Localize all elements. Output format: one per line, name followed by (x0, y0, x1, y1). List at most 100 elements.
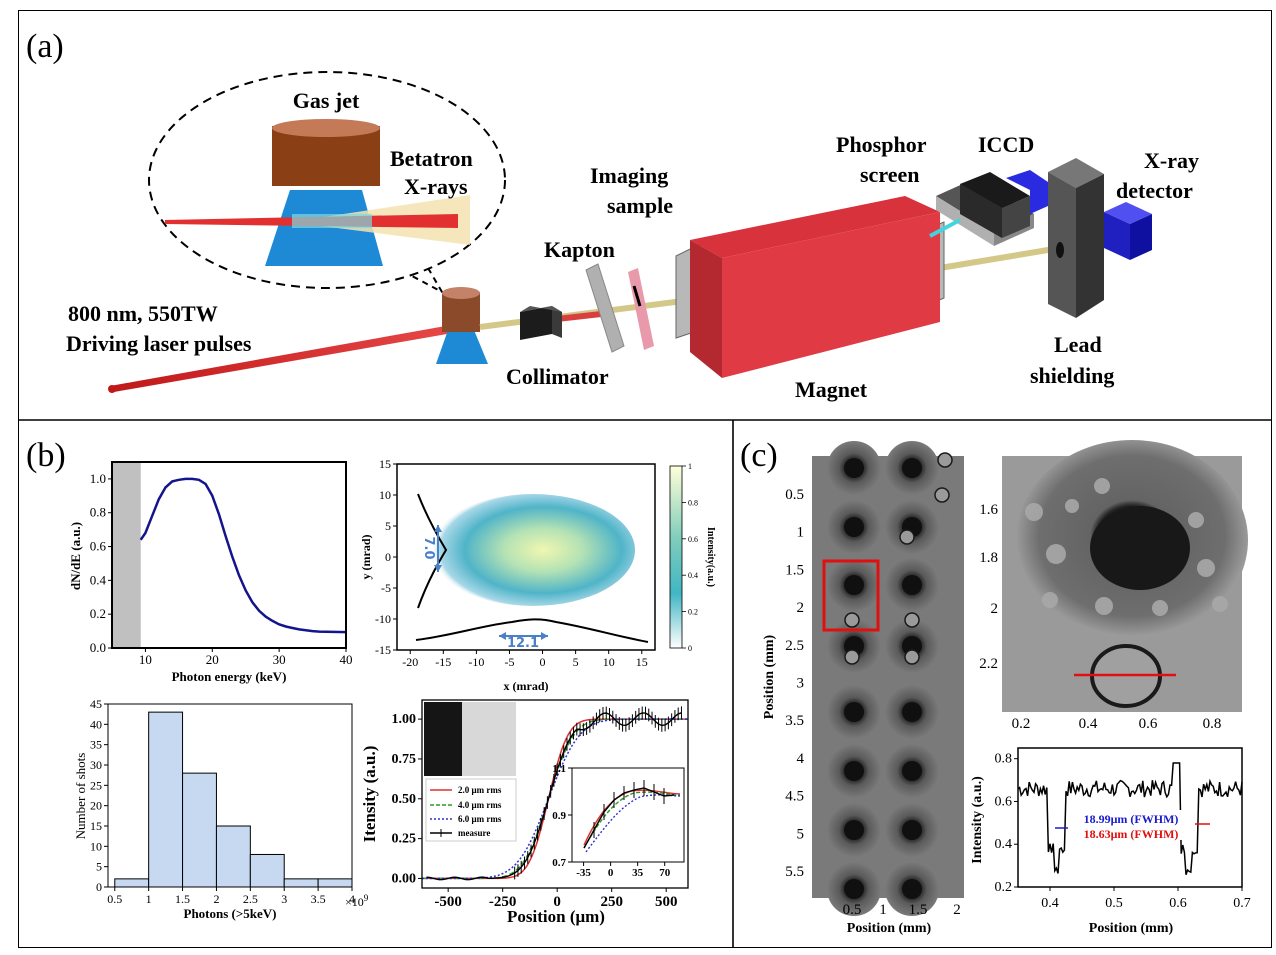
legend-2um: 2.0 μm rms (458, 785, 502, 795)
spectrum-xtick: 30 (273, 652, 286, 667)
colorbar (669, 465, 683, 649)
beam-xtick: 5 (573, 655, 579, 669)
histogram-bar (249, 853, 285, 888)
beam-xlabel: x (mrad) (504, 679, 549, 693)
sample-hole (902, 702, 922, 722)
betatron-label-2: X-rays (404, 174, 468, 199)
sample-bubble (937, 452, 953, 468)
spectrum-plot-frame (111, 461, 347, 649)
sample-ytick: 1.5 (785, 562, 804, 578)
colorbar-tick: 0.6 (688, 535, 698, 544)
beam-xtick: 10 (603, 655, 615, 669)
sample-ylabel: Position (mm) (762, 634, 777, 719)
inset-bubble: Gas jet Betatron X-rays (148, 71, 506, 295)
inset-ytick: 0.9 (552, 810, 566, 822)
edge-xtick: 0 (553, 894, 561, 910)
zoom-xtick: 0.4 (1079, 716, 1098, 732)
sample-bubble (899, 529, 915, 545)
fit-6um-line (422, 718, 688, 880)
histogram-ytick: 0 (96, 880, 102, 894)
sample-ytick: 5.5 (785, 864, 804, 880)
kapton-window (585, 263, 625, 353)
sample-ytick: 5 (797, 826, 805, 842)
lineout-ytick: 0.2 (995, 880, 1013, 895)
sample-xtick: 2 (953, 902, 961, 918)
lineout-xlabel: Position (mm) (1089, 921, 1174, 936)
histogram-xlabel: Photons (>5keV) (184, 906, 277, 921)
histogram-xtick: 1.5 (175, 892, 190, 906)
lineout-ylabel: Intensity (a.u.) (970, 776, 985, 864)
spectrum-xtick: 40 (340, 652, 353, 667)
sample-ytick: 4 (797, 751, 805, 767)
imaging-label-2: sample (607, 193, 673, 218)
histogram-xtick: 4 (349, 892, 355, 906)
histogram-xtick: 3.5 (311, 892, 326, 906)
lineout-ytick: 0.4 (995, 837, 1013, 852)
sample-xlabel: Position (mm) (847, 921, 932, 936)
phosphor-label-1: Phosphor (836, 132, 927, 157)
sample-bubble (934, 487, 950, 503)
lineout-xtick: 0.4 (1041, 896, 1059, 911)
sample-hole (844, 575, 864, 595)
panel-c-label: (c) (740, 437, 778, 474)
spectrum-ytick: 0.4 (90, 572, 107, 587)
beam-xtick: 15 (636, 655, 648, 669)
spectrum-ytick: 0.8 (90, 505, 106, 520)
low-energy-shade (112, 462, 141, 648)
lead-label-2: shielding (1030, 363, 1114, 388)
histogram-xtick: 0.5 (107, 892, 122, 906)
histogram-xtick: 1 (146, 892, 152, 906)
sample-ytick: 3.5 (785, 713, 804, 729)
colorbar-tick: 0.4 (688, 571, 698, 580)
edge-image-dark (424, 702, 466, 776)
histogram-ytick: 35 (90, 738, 102, 752)
zoom-ytick: 2.2 (979, 656, 998, 672)
beam-ytick: -5 (381, 581, 391, 595)
spectrum-ytick: 0.2 (90, 606, 106, 621)
histogram-bar (283, 878, 319, 888)
spectrum-ytick: 0.6 (90, 539, 107, 554)
panel-a: (a) Gas jet Betatron X-rays 800 nm, 550T… (18, 28, 1272, 421)
fwhm-red: 18.63μm (FWHM) (1084, 827, 1179, 841)
lineout-ytick: 0.8 (995, 752, 1013, 767)
lineout-xtick: 0.5 (1105, 896, 1123, 911)
zoom-region-box (822, 559, 880, 632)
lead-shielding (1048, 158, 1104, 318)
lineout-series-line (1017, 762, 1243, 875)
edge-ytick: 0.25 (392, 832, 417, 847)
histogram-xtick: 2.5 (243, 892, 258, 906)
colorbar-tick: 0.2 (688, 608, 698, 617)
lineout-ytick: 0.6 (995, 794, 1013, 809)
zoom-hole (1090, 506, 1190, 590)
edge-ytick: 0.00 (392, 871, 417, 886)
sample-hole (902, 458, 922, 478)
phosphor-label-2: screen (860, 162, 919, 187)
betatron-label-1: Betatron (390, 146, 473, 171)
histogram-bar (114, 878, 150, 888)
beam-ylabel: y (mrad) (359, 535, 373, 580)
edge-xtick: -250 (489, 894, 517, 910)
beam-xtick: -15 (435, 655, 451, 669)
sample-hole (902, 636, 922, 656)
zoom-xtick: 0.2 (1012, 716, 1031, 732)
spectrum-xtick: 10 (139, 652, 152, 667)
legend-6um: 6.0 μm rms (458, 814, 502, 824)
zoom-ytick: 2 (991, 601, 999, 617)
histogram-xtick: 2 (213, 892, 219, 906)
beam-ytick: 5 (385, 519, 391, 533)
sample-bubble (904, 612, 920, 628)
sample-ytick: 0.5 (785, 487, 804, 503)
histogram-bar (215, 825, 251, 888)
edge-ytick: 1.00 (392, 712, 417, 727)
colorbar-label: Intensity(a.u.) (705, 527, 716, 587)
collimator (520, 306, 562, 340)
xray-detector-label-1: X-ray (1144, 148, 1199, 173)
edge-xtick: 250 (600, 894, 623, 910)
edge-xtick: -500 (434, 894, 462, 910)
spectrum-xtick: 20 (206, 652, 219, 667)
histogram-xtick: 3 (281, 892, 287, 906)
iccd-label: ICCD (978, 132, 1034, 157)
